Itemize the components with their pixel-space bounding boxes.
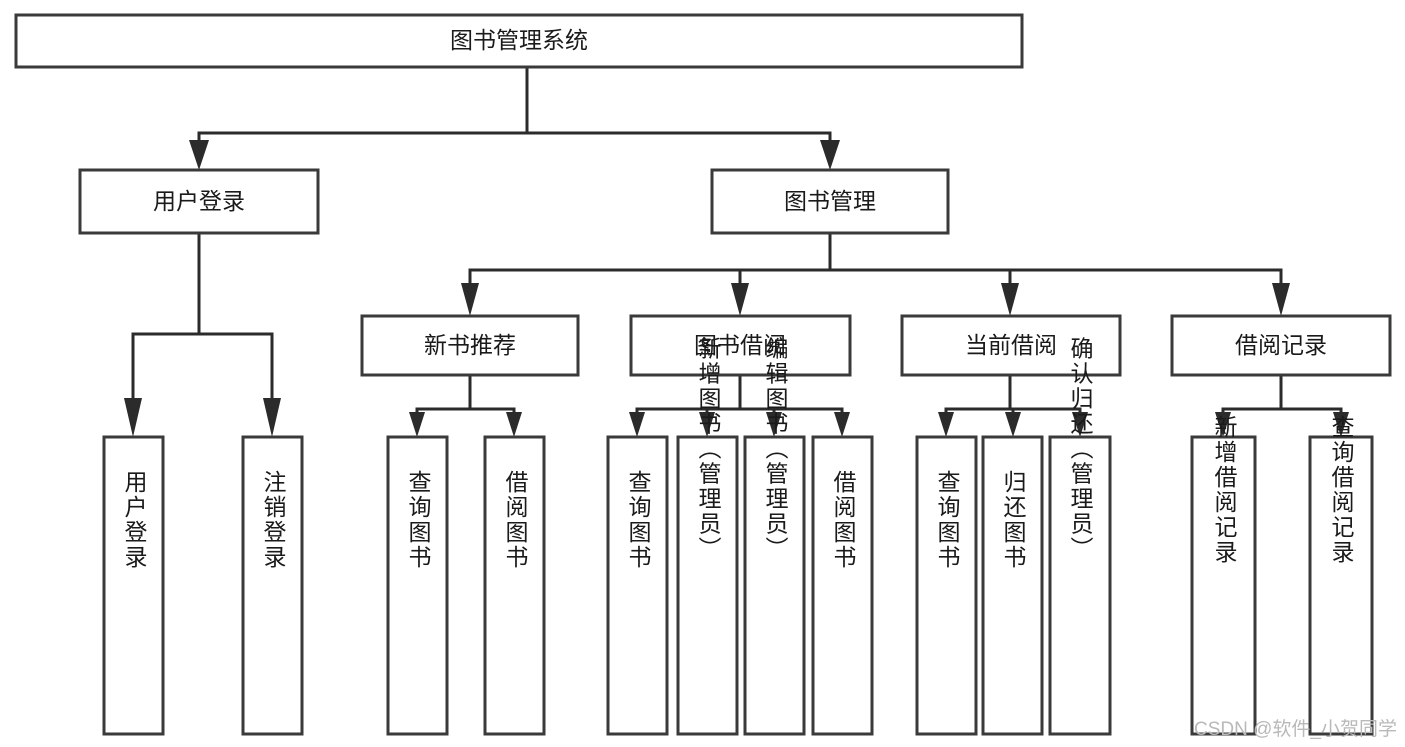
borrow-record-label: 借阅记录 xyxy=(1235,332,1327,358)
book-manage-label: 图书管理 xyxy=(784,188,876,214)
node-leaf-borrow-book-bor[interactable]: 借阅图书 xyxy=(811,435,874,736)
arrow-to-borrow-record xyxy=(1272,283,1290,316)
leaf-return-book-label: 归还图书 xyxy=(1000,470,1027,570)
leaf-confirm-return-label: 确认归还（管理员） xyxy=(1067,337,1094,562)
leaf-query-record-box[interactable] xyxy=(1308,435,1374,736)
root-label: 图书管理系统 xyxy=(450,27,588,53)
arrow-to-leaf-query-record xyxy=(1333,412,1349,437)
current-borrow-box[interactable] xyxy=(900,314,1122,377)
node-leaf-query-record[interactable]: 查询借阅记录 xyxy=(1308,415,1374,736)
node-root[interactable]: 图书管理系统 xyxy=(14,13,1024,69)
leaf-edit-book-label: 编辑图书（管理员） xyxy=(762,337,789,562)
arrow-to-leaf-return-book xyxy=(1005,412,1021,437)
leaf-user-logout-box[interactable] xyxy=(241,435,304,736)
node-new-book-recommend[interactable]: 新书推荐 xyxy=(360,314,580,377)
arrow-to-book-manage xyxy=(820,140,840,170)
arrow-to-new-book-recommend xyxy=(461,283,479,316)
node-leaf-borrow-book-rec[interactable]: 借阅图书 xyxy=(483,435,546,736)
node-leaf-user-logout[interactable]: 注销登录 xyxy=(241,435,304,736)
leaf-add-book-label: 新增图书（管理员） xyxy=(695,337,722,562)
new-book-recommend-box[interactable] xyxy=(360,314,580,377)
node-book-borrow[interactable]: 图书借阅 xyxy=(629,314,852,377)
arrow-to-leaf-add-book xyxy=(699,412,715,437)
leaf-user-logout-label: 注销登录 xyxy=(260,470,287,570)
leaf-add-record-box[interactable] xyxy=(1190,435,1257,736)
leaf-user-login-box[interactable] xyxy=(102,435,165,736)
node-current-borrow[interactable]: 当前借阅 xyxy=(900,314,1122,377)
root-box[interactable] xyxy=(14,13,1024,69)
node-book-manage[interactable]: 图书管理 xyxy=(710,168,950,235)
arrow-to-current-borrow xyxy=(1001,283,1019,316)
leaf-query-book-cur-box[interactable] xyxy=(915,435,978,736)
arrow-to-leaf-edit-book xyxy=(766,412,782,437)
node-leaf-edit-book[interactable]: 编辑图书（管理员） xyxy=(743,337,806,736)
leaf-query-book-bor-label: 查询图书 xyxy=(625,470,652,570)
arrow-to-leaf-query-book-rec xyxy=(409,412,425,437)
new-book-recommend-label: 新书推荐 xyxy=(424,332,516,358)
leaf-query-book-cur-label: 查询图书 xyxy=(934,470,961,570)
arrow-to-leaf-add-record xyxy=(1215,412,1231,437)
leaf-borrow-book-rec-box[interactable] xyxy=(483,435,546,736)
leaf-query-book-bor-box[interactable] xyxy=(606,435,669,736)
book-manage-box[interactable] xyxy=(710,168,950,235)
book-borrow-box[interactable] xyxy=(629,314,852,377)
arrow-to-leaf-borrow-book-bor xyxy=(834,412,850,437)
arrow-to-leaf-user-logout xyxy=(263,398,281,437)
borrow-record-box[interactable] xyxy=(1170,314,1392,377)
node-leaf-return-book[interactable]: 归还图书 xyxy=(981,435,1044,736)
leaf-return-book-box[interactable] xyxy=(981,435,1044,736)
leaf-query-record-label: 查询借阅记录 xyxy=(1328,415,1355,565)
arrow-to-leaf-query-book-bor xyxy=(629,412,645,437)
node-leaf-add-book[interactable]: 新增图书（管理员） xyxy=(676,337,739,736)
leaf-query-book-rec-box[interactable] xyxy=(386,435,449,736)
current-borrow-label: 当前借阅 xyxy=(965,332,1057,358)
node-leaf-query-book-cur[interactable]: 查询图书 xyxy=(915,435,978,736)
arrow-to-user-login xyxy=(189,140,209,170)
leaf-borrow-book-bor-box[interactable] xyxy=(811,435,874,736)
arrow-to-leaf-query-book-cur xyxy=(938,412,954,437)
leaf-borrow-book-rec-label: 借阅图书 xyxy=(502,470,529,570)
node-leaf-query-book-rec[interactable]: 查询图书 xyxy=(386,435,449,736)
arrow-to-leaf-confirm-return xyxy=(1072,412,1088,437)
node-user-login[interactable]: 用户登录 xyxy=(78,168,320,235)
leaf-user-login-label: 用户登录 xyxy=(121,470,148,570)
user-login-label: 用户登录 xyxy=(153,188,245,214)
leaf-add-book-box[interactable] xyxy=(676,435,739,736)
connector-layer xyxy=(124,65,1349,437)
leaf-add-record-label: 新增借阅记录 xyxy=(1211,415,1238,565)
arrow-to-book-borrow xyxy=(731,283,749,316)
leaf-confirm-return-box[interactable] xyxy=(1048,435,1112,736)
user-login-box[interactable] xyxy=(78,168,320,235)
leaf-borrow-book-bor-label: 借阅图书 xyxy=(830,470,857,570)
arrow-to-leaf-borrow-book-rec xyxy=(506,412,522,437)
node-leaf-confirm-return[interactable]: 确认归还（管理员） xyxy=(1048,337,1112,736)
node-leaf-user-login[interactable]: 用户登录 xyxy=(102,435,165,736)
book-borrow-label: 图书借阅 xyxy=(694,332,786,358)
arrow-to-leaf-user-login xyxy=(124,398,142,437)
leaf-query-book-rec-label: 查询图书 xyxy=(405,470,432,570)
leaf-edit-book-box[interactable] xyxy=(743,435,806,736)
node-leaf-query-book-bor[interactable]: 查询图书 xyxy=(606,435,669,736)
node-leaf-add-record[interactable]: 新增借阅记录 xyxy=(1190,415,1257,736)
node-borrow-record[interactable]: 借阅记录 xyxy=(1170,314,1392,377)
